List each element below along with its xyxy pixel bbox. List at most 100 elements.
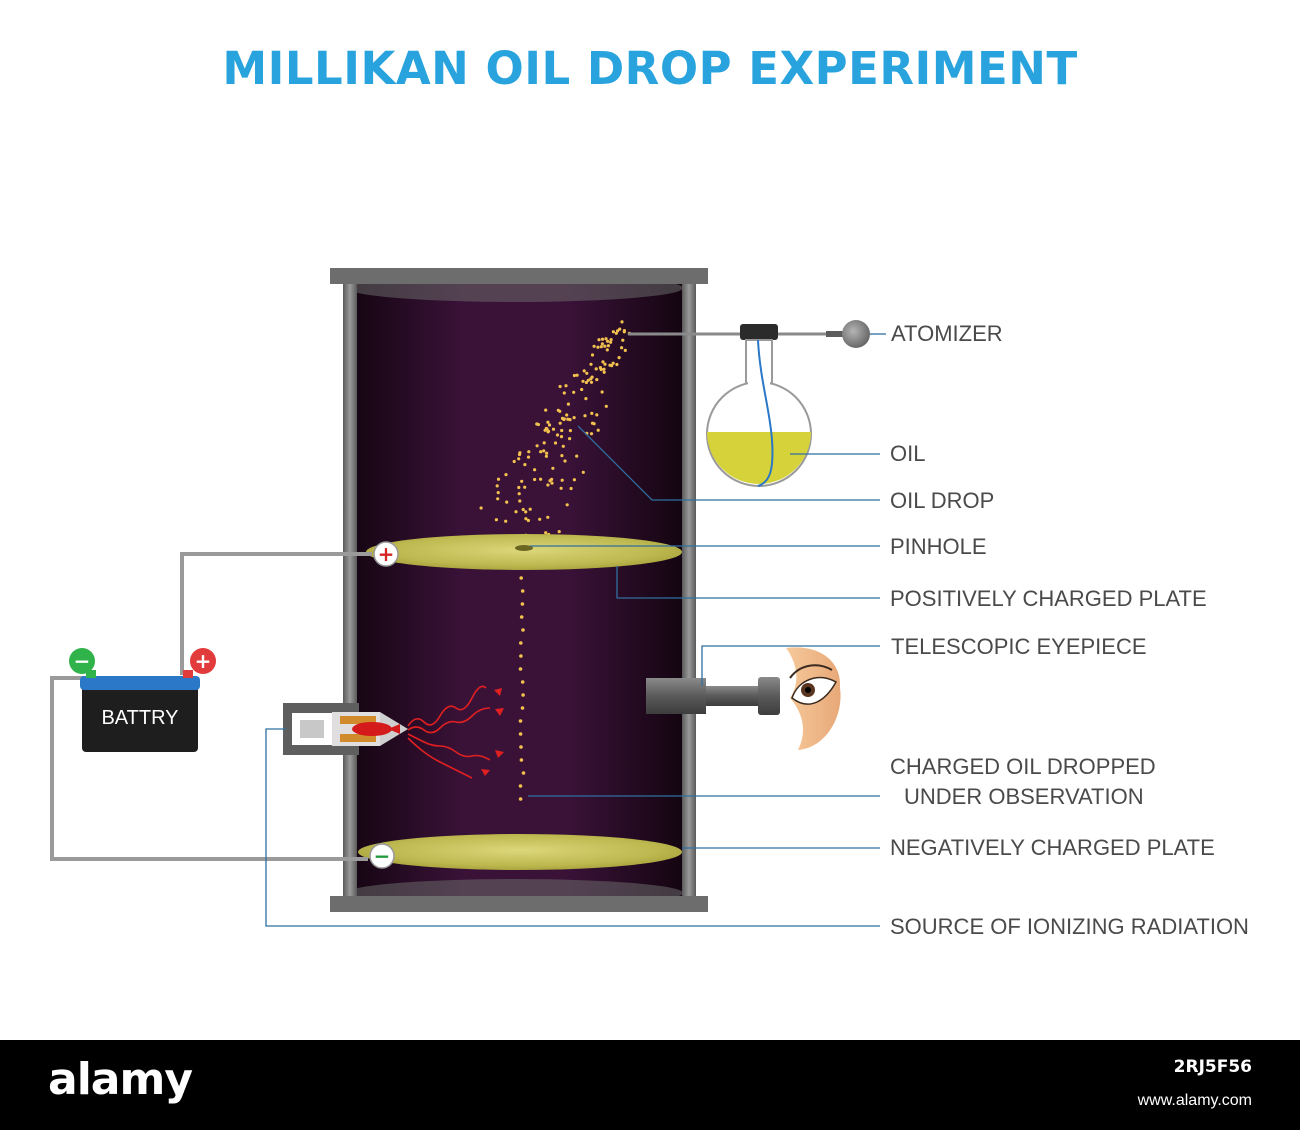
oil-droplet: [622, 330, 626, 334]
oil-droplet: [599, 345, 603, 349]
oil-droplet: [557, 530, 561, 534]
telescopic-eyepiece-icon: [646, 677, 780, 715]
oil-droplet: [520, 602, 525, 606]
pinhole: [515, 545, 533, 551]
oil-droplet: [520, 680, 525, 684]
oil-droplet: [558, 384, 562, 389]
oil-droplet: [494, 518, 498, 522]
chamber: [330, 268, 708, 912]
oil-droplet: [590, 411, 594, 415]
oil-droplet: [504, 473, 508, 477]
battery-positive-icon: +: [190, 648, 216, 674]
oil-droplet: [585, 371, 589, 375]
oil-droplet: [572, 416, 576, 420]
oil-droplet: [519, 615, 524, 619]
svg-text:+: +: [195, 649, 212, 673]
oil-droplet: [550, 477, 554, 481]
label-eyepiece: TELESCOPIC EYEPIECE: [891, 634, 1147, 659]
oil-droplet: [550, 481, 554, 485]
oil-droplet: [527, 450, 531, 454]
oil-droplet: [617, 356, 621, 360]
oil-droplet: [517, 485, 521, 490]
oil-droplet: [621, 338, 625, 342]
oil-droplet: [589, 362, 593, 366]
oil-droplet: [602, 367, 606, 371]
oil-droplet: [589, 432, 594, 436]
label-charged-oil-line2: UNDER OBSERVATION: [904, 784, 1144, 809]
oil-droplet: [505, 500, 509, 504]
oil-droplet: [561, 444, 565, 448]
oil-droplet: [611, 361, 615, 365]
oil-droplet: [496, 491, 500, 495]
oil-droplet: [583, 414, 587, 418]
oil-droplet: [575, 454, 579, 458]
oil-droplet: [581, 379, 585, 383]
oil-droplet: [546, 429, 551, 433]
oil-droplet: [560, 428, 564, 433]
oil-droplet: [586, 378, 590, 382]
oil-droplet: [568, 429, 573, 433]
battery-icon: BATTRY: [80, 670, 200, 752]
oil-droplet: [566, 402, 571, 406]
oil-droplet: [580, 387, 584, 392]
experiment-diagram: + − BATTRY − +: [50, 268, 886, 927]
negative-plate: [358, 834, 682, 870]
oil-droplet: [606, 344, 611, 348]
chamber-bottom-cap: [330, 896, 708, 912]
oil-droplet: [518, 732, 523, 736]
oil-droplet: [592, 422, 596, 426]
negative-plate-terminal-icon: −: [369, 843, 395, 869]
page-title: MILLIKAN OIL DROP EXPERIMENT: [222, 42, 1078, 95]
oil-droplet: [603, 362, 607, 366]
oil-droplet: [555, 433, 560, 437]
oil-droplet: [519, 654, 523, 658]
oil-droplet: [496, 477, 501, 481]
oil-droplet: [520, 589, 525, 593]
oil-droplet: [533, 468, 537, 472]
oil-droplet: [569, 486, 573, 491]
radiation-waves: [407, 685, 504, 779]
oil-droplet: [521, 693, 525, 697]
oil-droplet: [559, 435, 564, 439]
oil-droplet: [601, 360, 605, 364]
oil-droplet: [517, 457, 521, 461]
oil-droplet: [519, 641, 523, 645]
oil-droplet: [539, 477, 543, 481]
svg-text:+: +: [378, 542, 395, 566]
oil-droplet: [606, 339, 610, 343]
oil-droplet: [560, 478, 564, 482]
oil-droplet: [603, 344, 607, 348]
oil-droplet: [609, 340, 613, 344]
oil-droplet: [512, 459, 516, 464]
oil-droplet: [553, 441, 558, 445]
oil-droplet: [589, 380, 594, 384]
positive-plate-terminal-icon: +: [373, 541, 399, 567]
oil-droplet: [545, 451, 549, 455]
radiation-source-icon: [283, 703, 408, 755]
oil-droplet: [610, 364, 614, 368]
oil-droplet: [546, 515, 550, 519]
oil-droplet: [542, 449, 546, 453]
oil-droplet: [504, 519, 508, 523]
oil-droplet: [565, 413, 569, 417]
oil-droplet: [517, 492, 521, 496]
oil-droplet: [524, 510, 528, 514]
oil-droplet: [620, 320, 624, 324]
oil-droplet: [518, 784, 523, 788]
label-atomizer: ATOMIZER: [891, 321, 1003, 346]
svg-text:−: −: [374, 844, 391, 868]
oil-droplet: [563, 459, 567, 463]
oil-droplet: [584, 380, 589, 385]
oil-droplet: [495, 484, 499, 488]
label-negative-plate: NEGATIVELY CHARGED PLATE: [890, 835, 1215, 860]
oil-droplet: [544, 426, 548, 431]
oil-droplet: [538, 517, 542, 521]
oil-droplet: [518, 451, 522, 455]
oil-droplet: [518, 719, 523, 723]
circuit-wires: [50, 552, 372, 861]
oil-droplet: [536, 422, 541, 427]
oil-droplet: [523, 485, 527, 489]
battery-label: BATTRY: [101, 707, 178, 729]
oil-droplet: [615, 362, 619, 367]
label-oil-drop: OIL DROP: [890, 488, 995, 513]
